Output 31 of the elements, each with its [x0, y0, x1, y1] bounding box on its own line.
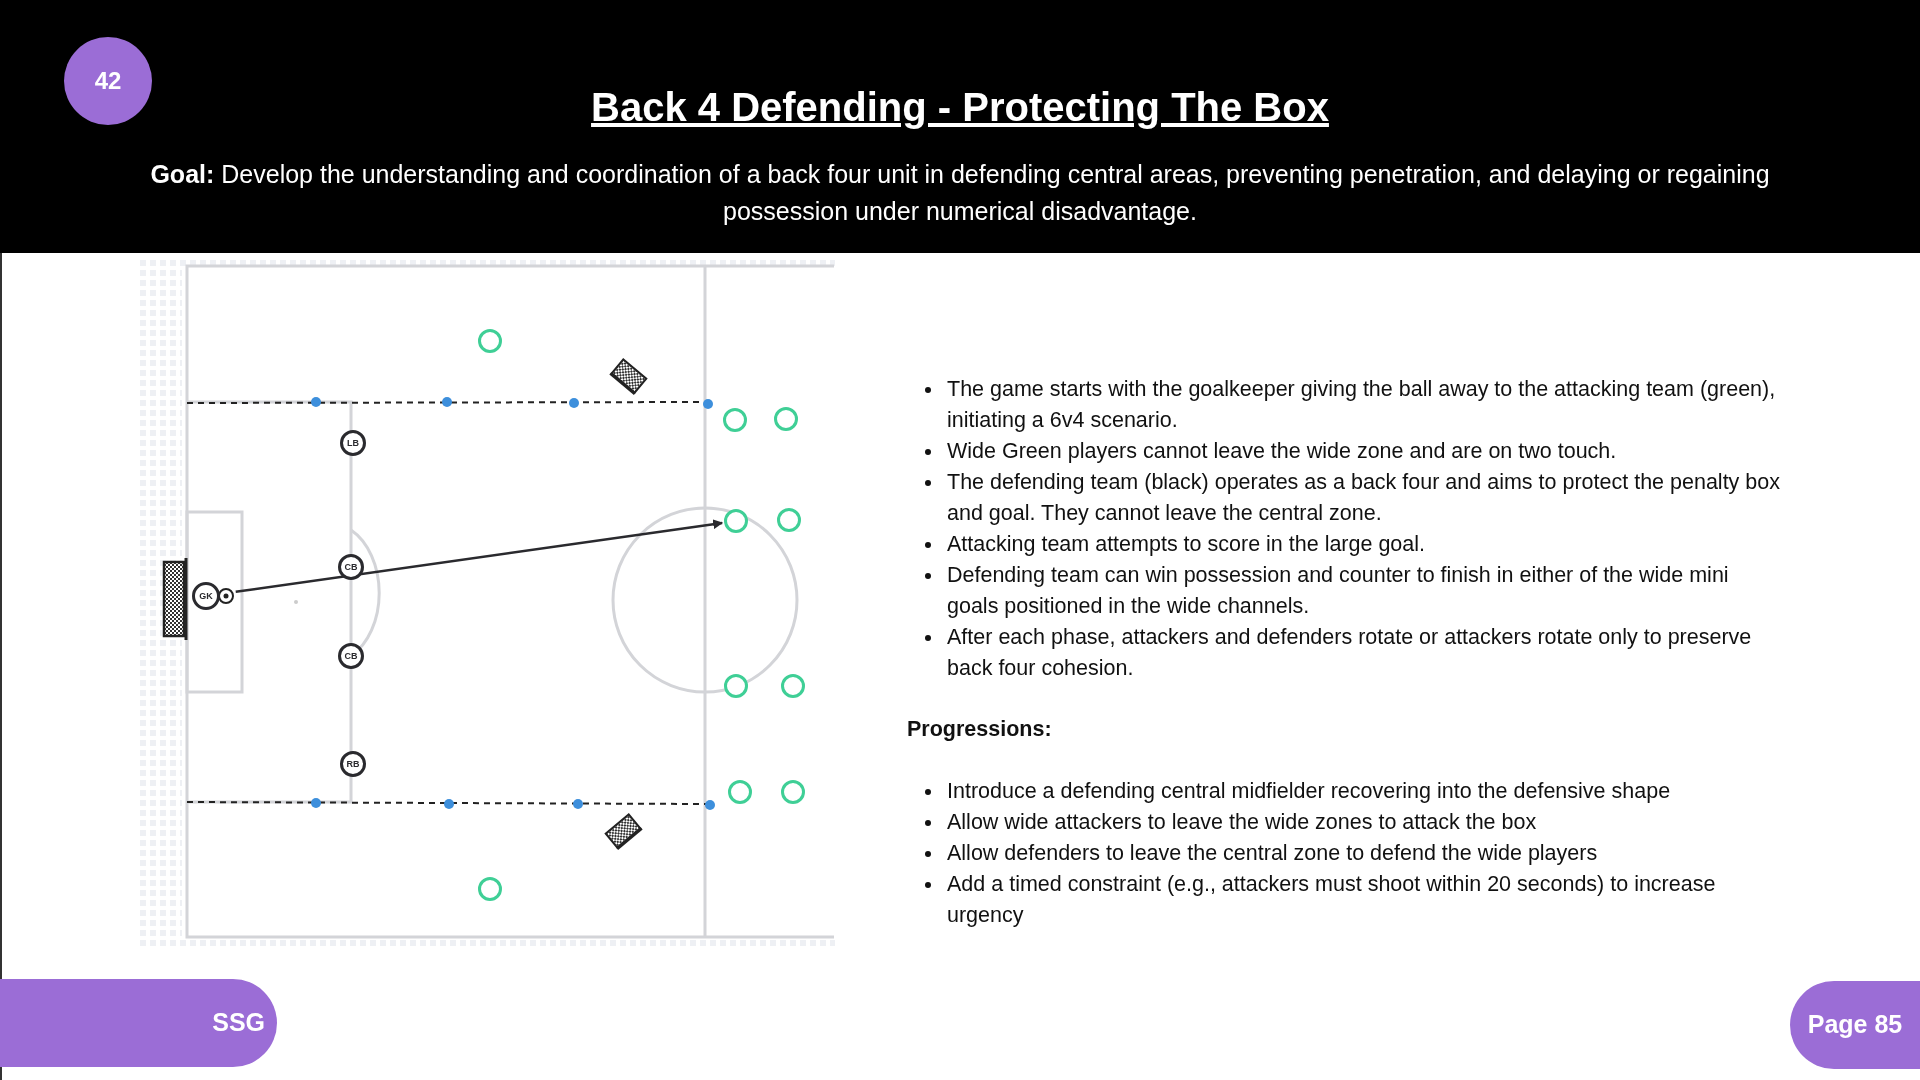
attacker-marker: [724, 674, 748, 698]
defender-marker: RB: [340, 751, 366, 777]
attacker-marker: [781, 674, 805, 698]
pass-arrow: [235, 519, 724, 594]
bullet-item: Attacking team attempts to score in the large goal.: [947, 531, 1426, 558]
attacker-marker: [781, 780, 805, 804]
defender-marker: CB: [338, 554, 364, 580]
bullet-item: After each phase, attackers and defenders rotate or attackers rotate only to preserve back four cohesion.: [947, 624, 1753, 682]
defender-marker: CB: [338, 643, 364, 669]
attacker-marker: [728, 780, 752, 804]
goal-text: Goal: Develop the understanding and coordination of a back four unit in defending central areas, preventing penetration, and delaying or regaining possession under numerical disadvantage.: [150, 159, 1770, 227]
bullet-item: Add a timed constraint (e.g., attackers must shoot within 20 seconds) to increase urgency: [947, 871, 1717, 929]
section-heading: Progressions:: [907, 716, 1053, 743]
page-tab: Page 85: [1790, 981, 1920, 1069]
bullet-item: Allow wide attackers to leave the wide zones to attack the box: [947, 809, 1537, 836]
attacker-marker: [724, 509, 748, 533]
title: Back 4 Defending - Protecting The Box: [590, 84, 1330, 131]
attacker-marker: [723, 408, 747, 432]
bullet-item: The defending team (black) operates as a back four and aims to protect the penalty box and goal. They cannot leave the central zone.: [947, 469, 1781, 527]
bullet-item: The game starts with the goalkeeper giving the ball away to the attacking team (green), initiating a 6v4 scenario.: [947, 376, 1777, 434]
bullet-item: Wide Green players cannot leave the wide zone and are on two touch.: [947, 438, 1617, 465]
defender-marker: GK: [192, 582, 220, 610]
defender-marker: LB: [340, 430, 366, 456]
footer-tab: SSG: [0, 979, 277, 1067]
bullet-item: Introduce a defending central midfielder recovering into the defensive shape: [947, 778, 1671, 805]
attacker-marker: [774, 407, 798, 431]
attacker-marker: [478, 877, 502, 901]
attacker-marker: [478, 329, 502, 353]
bullet-item: Defending team can win possession and counter to finish in either of the wide mini goals positioned in the wide channels.: [947, 562, 1730, 620]
bullet-item: Allow defenders to leave the central zone to defend the wide players: [947, 840, 1598, 867]
attacker-marker: [777, 508, 801, 532]
